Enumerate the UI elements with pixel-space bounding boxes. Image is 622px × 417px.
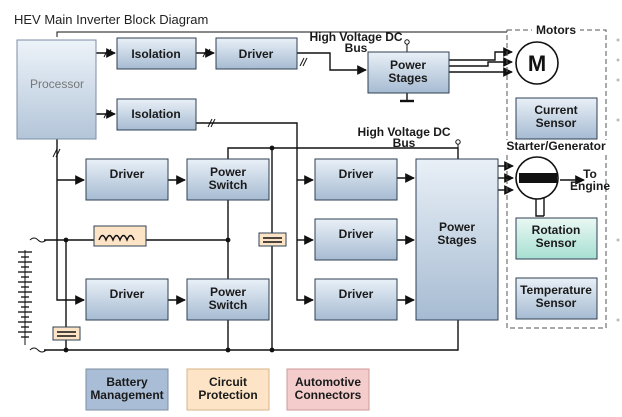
legend-battery-line2: Management xyxy=(90,388,163,402)
rotation-sensor-line2: Sensor xyxy=(536,236,577,250)
power-stages-main-line1: Power xyxy=(439,220,475,234)
right-driver-1-label: Driver xyxy=(339,167,374,181)
processor-label: Processor xyxy=(30,77,84,91)
legend-circuit-protection: Circuit Protection xyxy=(186,368,270,411)
power-switch-bottom-line2: Switch xyxy=(209,298,248,312)
power-switch-top-block: Power Switch xyxy=(186,158,270,201)
power-switch-top-line2: Switch xyxy=(209,178,248,192)
left-driver-top-label: Driver xyxy=(110,167,145,181)
power-stages-main-line2: Stages xyxy=(437,233,477,247)
legend-battery-management: Battery Management xyxy=(85,368,169,411)
motors-group: Motors xyxy=(506,23,607,329)
capacitor-middle xyxy=(258,232,287,247)
power-stages-top-line1: Power xyxy=(390,58,426,72)
right-driver-1-block: Driver xyxy=(314,158,398,201)
legend-battery-line1: Battery xyxy=(106,375,148,389)
temperature-sensor-line2: Sensor xyxy=(536,296,577,310)
hv-dc-bus-label-1-line1: High Voltage DC xyxy=(309,30,402,44)
left-driver-bottom-block: Driver xyxy=(85,278,169,321)
power-switch-top-line1: Power xyxy=(210,165,246,179)
wire-proc-motors xyxy=(56,31,507,37)
hv-dc-bus-label-2-line1: High Voltage DC xyxy=(357,125,450,139)
legend-automotive-line2: Connectors xyxy=(295,388,362,402)
to-engine-line1: To xyxy=(583,167,597,181)
capacitor-left xyxy=(52,326,81,341)
wire-proc-ld xyxy=(56,139,84,301)
processor-block: Processor xyxy=(16,39,97,140)
rotation-sensor-line1: Rotation xyxy=(532,223,581,237)
temperature-sensor-block: Temperature Sensor xyxy=(515,277,598,320)
inductor-component xyxy=(93,225,147,247)
wire-driver-ps1 xyxy=(297,52,367,75)
wire-iso2-out xyxy=(196,122,298,144)
wire-ps1-motor-a xyxy=(449,47,513,61)
temperature-sensor-line1: Temperature xyxy=(520,283,592,297)
hv-dc-bus-label-1-line2: Bus xyxy=(345,41,368,55)
wire-ps1-motor-b xyxy=(449,57,513,67)
power-stages-top-line2: Stages xyxy=(388,71,428,85)
driver-top-block: Driver xyxy=(215,37,298,70)
diagram-title: HEV Main Inverter Block Diagram xyxy=(14,12,208,27)
battery-stack xyxy=(18,237,47,353)
driver-top-label: Driver xyxy=(239,47,274,61)
inductor-coil xyxy=(98,234,135,242)
legend-circuit-line1: Circuit xyxy=(209,375,247,389)
power-switch-bottom-line1: Power xyxy=(210,285,246,299)
starter-generator: Starter/Generator xyxy=(504,139,608,200)
bus-slash-marks xyxy=(52,48,308,158)
to-engine-line2: Engine xyxy=(570,179,610,193)
current-sensor-line1: Current xyxy=(534,103,577,117)
isolation-top-block: Isolation xyxy=(116,37,197,70)
isolation-top-label: Isolation xyxy=(131,47,180,61)
wire-gen-rot xyxy=(535,198,544,217)
hv-dc-bus-label-2-line2: Bus xyxy=(393,136,416,150)
right-driver-3-label: Driver xyxy=(339,287,374,301)
isolation-mid-label: Isolation xyxy=(131,107,180,121)
wire-hvbus-mid xyxy=(227,147,459,159)
legend-circuit-line2: Protection xyxy=(198,388,257,402)
power-stages-top-block: Power Stages xyxy=(367,51,450,94)
left-driver-top-block: Driver xyxy=(85,158,169,201)
power-stages-main-block: Power Stages xyxy=(415,158,499,321)
right-driver-2-label: Driver xyxy=(339,227,374,241)
rotation-sensor-block: Rotation Sensor xyxy=(515,217,598,260)
isolation-mid-block: Isolation xyxy=(116,98,197,131)
motor-symbol: M xyxy=(515,41,559,85)
current-sensor-block: Current Sensor xyxy=(515,97,598,140)
right-driver-2-block: Driver xyxy=(314,218,398,261)
batt-break-top xyxy=(29,237,47,243)
motors-label: Motors xyxy=(536,23,576,37)
power-switch-bottom-block: Power Switch xyxy=(186,278,270,321)
legend-automotive-line1: Automotive xyxy=(295,375,361,389)
wire-bottom-rail xyxy=(44,320,459,351)
motor-letter: M xyxy=(528,51,546,76)
wire-rd3-in xyxy=(296,144,314,305)
right-driver-3-block: Driver xyxy=(314,278,398,321)
current-sensor-line2: Sensor xyxy=(536,116,577,130)
edge-dots xyxy=(616,38,620,322)
legend-automotive-connectors: Automotive Connectors xyxy=(286,368,370,411)
left-driver-bottom-label: Driver xyxy=(110,287,145,301)
starter-generator-label: Starter/Generator xyxy=(506,139,606,153)
batt-break-bottom xyxy=(29,347,47,353)
